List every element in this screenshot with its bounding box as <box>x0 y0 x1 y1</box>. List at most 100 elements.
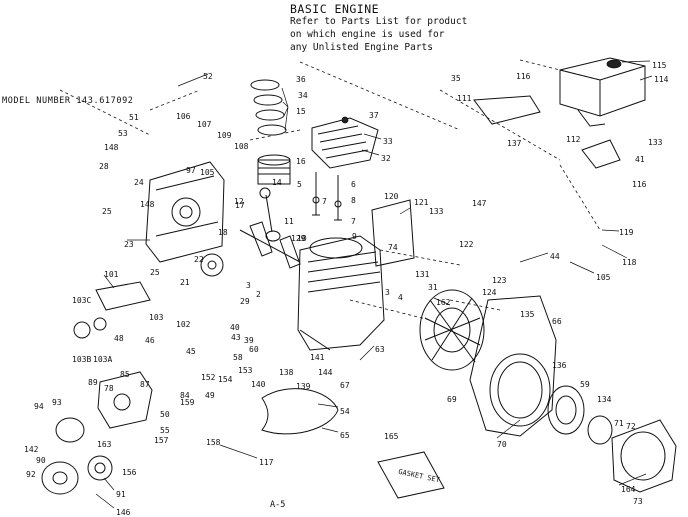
part-callout: 21 <box>180 278 190 287</box>
page-number: A-5 <box>270 500 286 510</box>
part-callout: 105 <box>200 168 215 177</box>
part-callout: 120 <box>384 192 399 201</box>
part-callout: 102 <box>176 320 191 329</box>
part-callout: 140 <box>251 380 266 389</box>
tank-bracket <box>581 139 621 169</box>
part-callout: 164 <box>621 485 636 494</box>
part-callout: 134 <box>597 395 612 404</box>
part-callout: 158 <box>206 438 221 447</box>
part-callout: 106 <box>176 112 191 121</box>
part-callout: 154 <box>218 375 233 384</box>
part-callout: 67 <box>340 381 350 390</box>
part-callout: 11 <box>284 217 294 226</box>
part-callout: 18 <box>218 228 228 237</box>
part-callout: 107 <box>197 120 212 129</box>
piston-rings <box>250 79 287 136</box>
drive-pulley <box>41 461 79 495</box>
part-callout: 25 <box>102 207 112 216</box>
part-callout: 6 <box>351 180 356 189</box>
part-callout: 41 <box>635 155 645 164</box>
part-callout: 142 <box>24 445 39 454</box>
part-callout: 50 <box>160 410 170 419</box>
part-callout: 65 <box>340 431 350 440</box>
part-callout: 45 <box>186 347 196 356</box>
valve-train <box>312 172 342 221</box>
crankshaft <box>239 221 301 269</box>
part-callout: 114 <box>654 75 669 84</box>
part-callout: 108 <box>234 142 249 151</box>
intake-tube <box>73 281 151 339</box>
part-callout: 141 <box>310 353 325 362</box>
part-callout: 12 <box>234 197 244 206</box>
part-callout: 116 <box>516 72 531 81</box>
part-callout: 136 <box>552 361 567 370</box>
part-callout: 93 <box>52 398 62 407</box>
part-callout: 123 <box>492 276 507 285</box>
part-callout: 49 <box>205 391 215 400</box>
part-callout: 53 <box>118 129 128 138</box>
carburetor <box>97 371 153 429</box>
part-callout: 87 <box>140 380 150 389</box>
piston <box>257 154 291 185</box>
part-callout: 28 <box>99 162 109 171</box>
starter-pulley <box>547 385 585 435</box>
part-callout: 71 <box>614 419 624 428</box>
part-callout: 34 <box>298 91 308 100</box>
part-callout: 24 <box>134 178 144 187</box>
part-callout: 135 <box>520 310 535 319</box>
part-callout: 35 <box>451 74 461 83</box>
part-callout: 7 <box>322 197 327 206</box>
part-callout: 162 <box>436 298 451 307</box>
part-callout: 22 <box>194 255 204 264</box>
part-callout: 72 <box>626 422 636 431</box>
mount-bracket <box>473 95 541 125</box>
part-callout: 58 <box>233 353 243 362</box>
part-callout: 165 <box>384 432 399 441</box>
header-line-3: any Unlisted Engine Parts <box>290 42 433 53</box>
part-callout: 144 <box>318 368 333 377</box>
part-callout: 85 <box>120 370 130 379</box>
part-callout: 44 <box>550 252 560 261</box>
part-callout: 4 <box>398 293 403 302</box>
part-callout: 31 <box>428 283 438 292</box>
part-callout: 91 <box>116 490 126 499</box>
drive-gear <box>87 455 113 481</box>
part-callout: 16 <box>296 157 306 166</box>
diagram-title: BASIC ENGINE <box>290 2 380 16</box>
leader-lines <box>95 60 653 509</box>
part-callout: 103A <box>93 355 113 364</box>
part-callout: 103B <box>72 355 92 364</box>
part-callout: 133 <box>648 138 663 147</box>
part-callout: 15 <box>296 107 306 116</box>
part-callout: 139 <box>296 382 311 391</box>
recoil-starter <box>611 419 677 493</box>
starter-cup <box>587 415 613 445</box>
part-callout: 129 <box>291 234 306 243</box>
flywheel <box>419 289 485 371</box>
part-callout: 153 <box>238 366 253 375</box>
part-callout: 60 <box>249 345 259 354</box>
part-callout: 32 <box>381 154 391 163</box>
part-callout: 103C <box>72 296 92 305</box>
part-callout: 39 <box>244 336 254 345</box>
part-callout: 66 <box>552 317 562 326</box>
dashed-guide-lines <box>59 59 601 321</box>
part-callout: 115 <box>652 61 667 70</box>
part-callout: 3 <box>246 281 251 290</box>
part-callout: 94 <box>34 402 44 411</box>
part-callout: 36 <box>296 75 306 84</box>
part-callout: 5 <box>297 180 302 189</box>
part-callout: 121 <box>414 198 429 207</box>
part-callout: 119 <box>619 228 634 237</box>
part-callout: 29 <box>240 297 250 306</box>
part-callout: 9 <box>352 232 357 241</box>
part-callout: 7 <box>351 217 356 226</box>
blower-housing <box>469 295 557 437</box>
part-callout: 101 <box>104 270 119 279</box>
part-callout: 111 <box>457 94 472 103</box>
part-callout: 117 <box>259 458 274 467</box>
part-callout: 133 <box>429 207 444 216</box>
part-callout: 138 <box>279 368 294 377</box>
part-callout: 148 <box>140 200 155 209</box>
